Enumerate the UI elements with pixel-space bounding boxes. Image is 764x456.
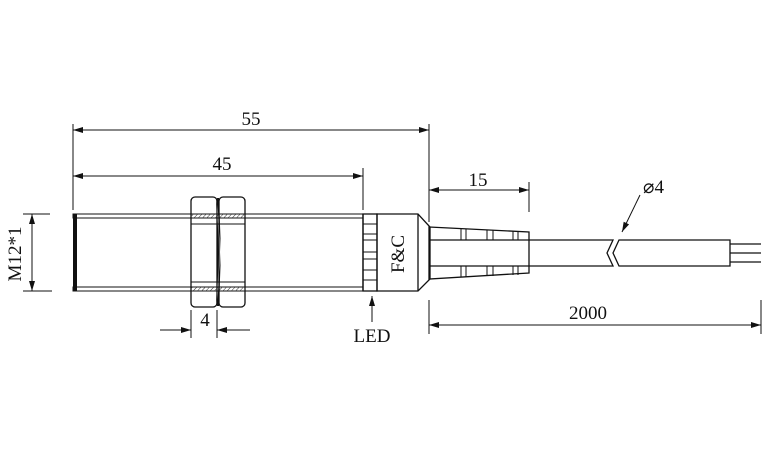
dim-strain-relief: 15 [469, 170, 488, 191]
dim-overall-length: 55 [242, 109, 261, 130]
dimension-15: 15 [429, 170, 529, 193]
brand-mark: F&C [388, 235, 409, 273]
dim-nut-width: 4 [200, 310, 210, 331]
sensor-head: F&C [376, 213, 431, 292]
led-label: LED [354, 326, 391, 347]
dimension-thread: M12*1 [5, 214, 35, 291]
cable [529, 239, 761, 267]
led-callout: LED [354, 296, 391, 347]
extension-lines [23, 124, 762, 338]
dimension-45: 45 [73, 154, 363, 179]
led-ring [362, 213, 378, 292]
dimension-diameter: ⌀4 [621, 177, 664, 233]
dimension-nut: 4 [160, 310, 250, 333]
strain-relief [428, 226, 530, 280]
mounting-nuts [190, 196, 246, 308]
dimension-2000: 2000 [429, 303, 761, 328]
dim-thread-size: M12*1 [5, 227, 26, 282]
dim-cable-length: 2000 [569, 303, 607, 324]
dim-thread-length: 45 [213, 154, 232, 175]
dim-cable-diameter: ⌀4 [643, 177, 664, 198]
dimension-55: 55 [73, 109, 429, 133]
